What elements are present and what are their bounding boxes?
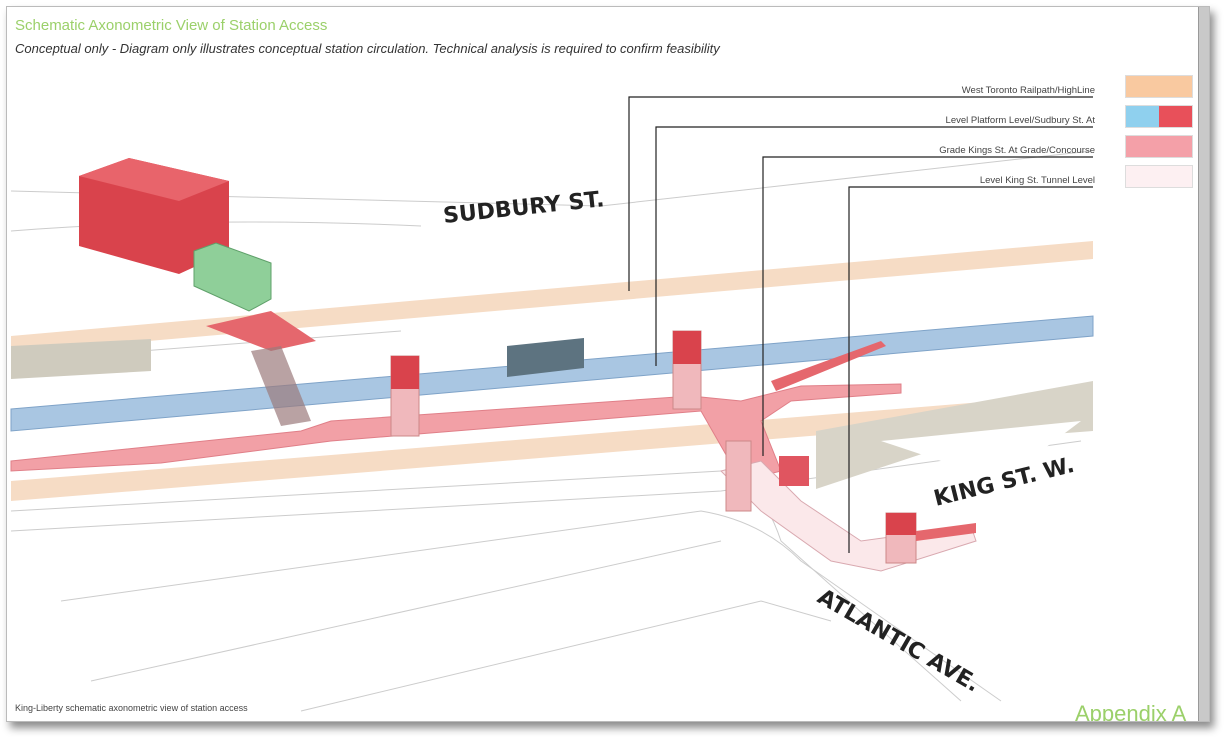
legend-swatch-platform: [1125, 105, 1193, 128]
street-label-atlantic: ATLANTIC AVE.: [813, 585, 984, 698]
green-building: [193, 242, 272, 312]
page-title: Schematic Axonometric View of Station Ac…: [15, 17, 328, 34]
train-block: [507, 338, 584, 377]
building-cut: [881, 421, 1081, 481]
building-block-west: [11, 339, 151, 379]
legend-label-tunnel: Level King St. Tunnel Level: [979, 175, 1095, 186]
elevator-cores: [390, 330, 976, 564]
red-building-top: [79, 158, 229, 201]
legend-leader-lines: [628, 96, 1093, 553]
railpath-lower: [11, 393, 1093, 501]
sudbury-stair: [251, 346, 311, 426]
street-label-sudbury: SUDBURY ST.: [442, 187, 606, 229]
figure-caption: King-Liberty schematic axonometric view …: [15, 703, 248, 713]
slide-panel: Schematic Axonometric View of Station Ac…: [6, 6, 1210, 722]
legend-label-railpath: West Toronto Railpath/HighLine: [961, 85, 1095, 96]
axonometric-diagram: SUDBURY ST. KING ST. W. ATLANTIC AVE.: [10, 96, 1094, 712]
legend-label-platform: Level Platform Level/Sudbury St. At: [945, 115, 1095, 126]
legend-label-concourse: Grade Kings St. At Grade/Concourse: [939, 145, 1095, 156]
appendix-label: Appendix A: [1075, 701, 1187, 722]
legend-swatch-tunnel: [1125, 165, 1193, 188]
legend-swatch-railpath: [1125, 75, 1193, 98]
page-edge: [1198, 7, 1209, 721]
sudbury-entrance: [206, 311, 316, 351]
road-outlines: [10, 150, 1092, 712]
page-subtitle: Conceptual only - Diagram only illustrat…: [15, 41, 720, 56]
legend-swatch-concourse: [1125, 135, 1193, 158]
